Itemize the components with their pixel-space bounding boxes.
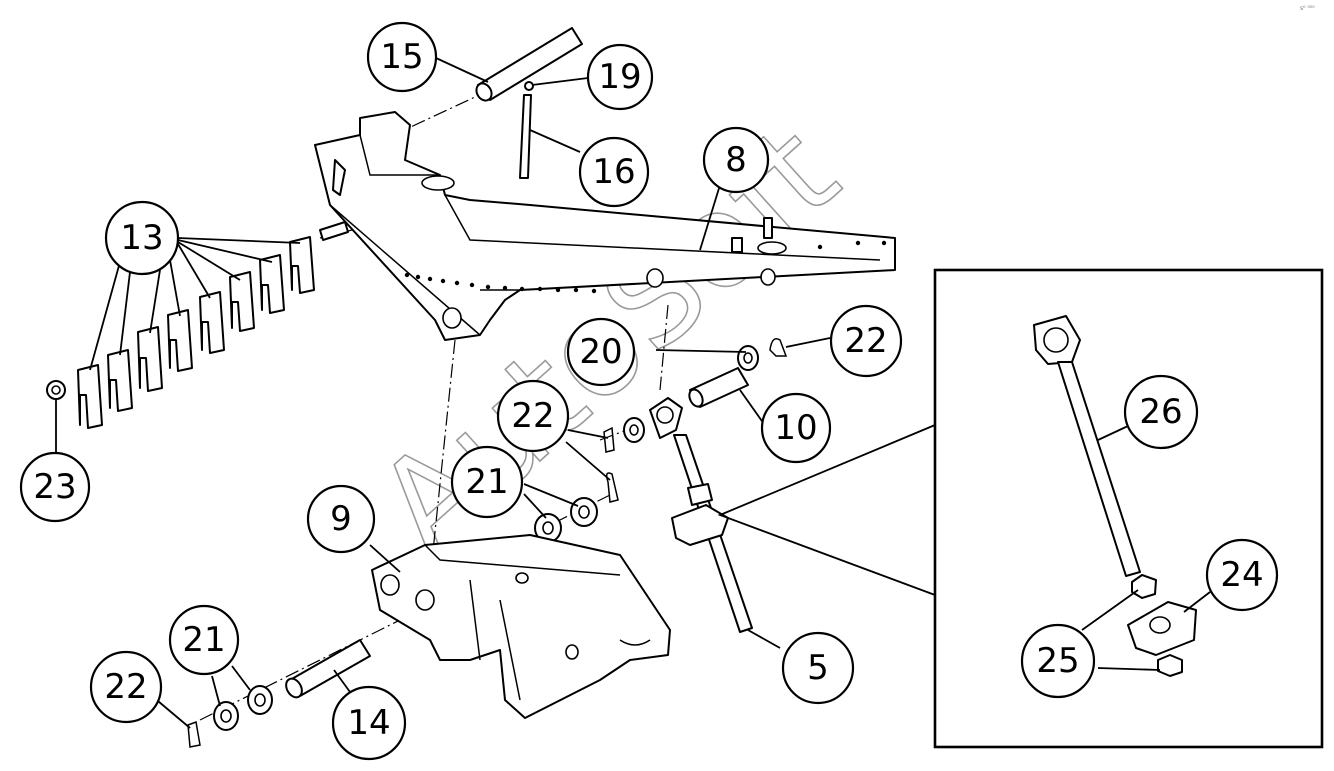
callout-16-label: 16 <box>592 152 635 192</box>
corner-mark: s⁰ ⁰⁰⁰ <box>1300 5 1315 12</box>
detail-rod-part-26 <box>1033 315 1141 577</box>
callout-19: 19 <box>586 43 654 111</box>
callout-10: 10 <box>760 392 832 464</box>
leader-lines <box>55 57 1211 729</box>
callout-14: 14 <box>331 685 407 761</box>
callout-22-top-label: 22 <box>844 321 887 361</box>
pin-part-15 <box>475 27 583 102</box>
nut-part-23 <box>46 380 66 400</box>
callout-9: 9 <box>306 484 376 554</box>
callout-22-middle-label: 22 <box>511 396 554 436</box>
callout-15-label: 15 <box>380 37 423 77</box>
fork-parts-13 <box>77 221 349 429</box>
callout-14-label: 14 <box>347 703 390 743</box>
callout-5-label: 5 <box>807 648 829 688</box>
clip-parts-22 <box>187 338 788 748</box>
callout-26: 26 <box>1123 374 1199 450</box>
bracket-part-9 <box>371 534 671 719</box>
frame-bolt-holes <box>404 240 887 294</box>
callout-8: 8 <box>702 126 770 194</box>
callout-20-label: 20 <box>579 332 622 372</box>
callout-20: 20 <box>566 317 636 387</box>
callout-19-label: 19 <box>598 57 641 97</box>
rod-part-16 <box>519 81 534 179</box>
callout-21-bottom-label: 21 <box>182 620 225 660</box>
detail-view-frame <box>933 268 1324 749</box>
callout-25: 25 <box>1020 623 1096 699</box>
pin-part-14 <box>285 639 371 699</box>
callout-13: 13 <box>104 200 180 276</box>
callout-9-label: 9 <box>330 499 352 539</box>
callout-5: 5 <box>781 631 855 705</box>
callout-22-top: 22 <box>829 304 903 378</box>
callout-24-label: 24 <box>1220 555 1263 595</box>
callout-23: 23 <box>19 451 91 523</box>
washer-part-20 <box>737 345 759 371</box>
callout-15: 15 <box>366 21 438 93</box>
callout-21-middle: 21 <box>450 445 524 519</box>
adjuster-rod-part-5 <box>649 397 753 633</box>
pin-part-10 <box>688 367 749 408</box>
main-frame-part <box>314 111 896 341</box>
callout-22-middle: 22 <box>496 379 570 453</box>
callout-10-label: 10 <box>774 408 817 448</box>
callout-16: 16 <box>578 136 650 208</box>
callout-25-label: 25 <box>1036 641 1079 681</box>
callout-23-label: 23 <box>33 467 76 507</box>
callout-13-label: 13 <box>120 218 163 258</box>
callout-21-bottom: 21 <box>168 604 240 676</box>
detail-nut-parts-25 <box>1131 574 1183 677</box>
callout-22-bottom: 22 <box>89 650 163 724</box>
callout-21-middle-label: 21 <box>465 462 508 502</box>
callout-8-label: 8 <box>725 140 747 180</box>
callout-26-label: 26 <box>1139 392 1182 432</box>
detail-view-pointer <box>717 424 936 596</box>
detail-adjuster-part-24 <box>1127 601 1197 656</box>
callout-22-bottom-label: 22 <box>104 667 147 707</box>
callout-24: 24 <box>1205 538 1279 612</box>
